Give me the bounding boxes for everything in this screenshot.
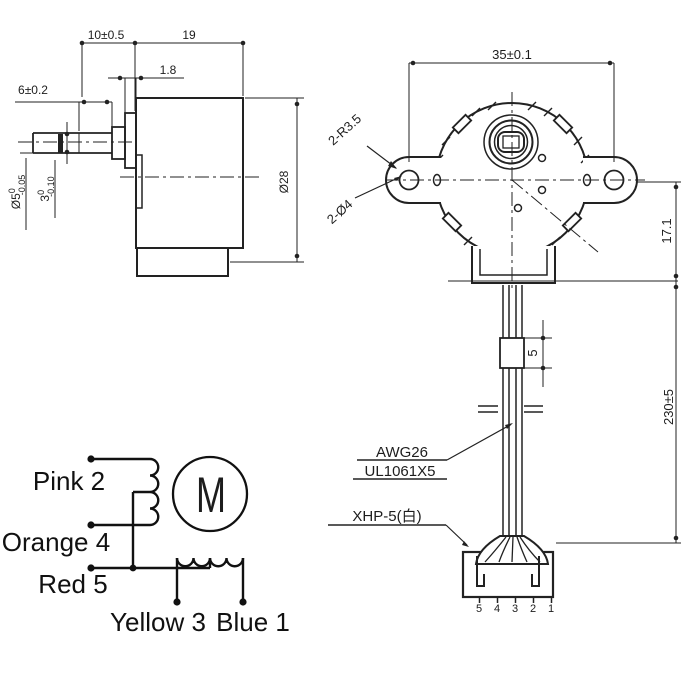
- connector-latch-left: [476, 556, 485, 587]
- dim-center-to-base: 17.1: [659, 218, 674, 243]
- dim-flange-thickness: 1.8: [160, 63, 177, 77]
- dimension-arrow-dots: [64, 40, 300, 259]
- wiring-schematic: M Pink 2 Orange 4 Red 5 Yellow 3 Blue 1: [2, 455, 290, 637]
- connector-pins: [478, 597, 553, 603]
- front-view-dimension-lines: [408, 60, 681, 544]
- pilot-holes: [513, 153, 547, 213]
- connector-latch-right: [531, 556, 540, 587]
- label-connector-type: XHP-5(白): [352, 508, 421, 525]
- lead-label-orange: Orange 4: [2, 527, 110, 557]
- wire-exit-bracket: [471, 246, 556, 284]
- flatted-shaft: [497, 131, 525, 153]
- dim-shaft-protrusion: 10±0.5: [88, 28, 125, 42]
- dim-shaft-flat: 30-0.10: [36, 176, 56, 201]
- svg-text:1: 1: [548, 603, 554, 615]
- wire-exit-bracket-inner: [479, 249, 548, 276]
- front-view: 35±0.1 2-R3.5 2-Ø4 17.1 5 230±5 AWG26 UL…: [324, 47, 681, 615]
- side-view-centerlines: [18, 141, 262, 178]
- coil-vertical: [149, 457, 160, 527]
- shaft-boss: [483, 114, 539, 170]
- motor-symbol-circle: [171, 455, 249, 533]
- dim-body-diameter: Ø28: [277, 170, 291, 193]
- coil-horizontal: [175, 557, 245, 568]
- label-wire-spec: UL1061X5: [365, 463, 436, 480]
- terminal-dots: [87, 455, 247, 606]
- cable-tape-band: [499, 337, 525, 369]
- dim-tape-width: 5: [525, 349, 540, 356]
- lead-label-pink: Pink 2: [33, 466, 105, 496]
- svg-text:3: 3: [512, 603, 518, 615]
- fan-wires: [484, 536, 541, 563]
- dim-flat-length: 6±0.2: [18, 83, 48, 97]
- svg-text:5: 5: [476, 603, 482, 615]
- svg-text:2: 2: [530, 603, 536, 615]
- lead-label-blue: Blue 1: [216, 607, 290, 637]
- dim-mount-hole-spacing: 35±0.1: [492, 47, 532, 62]
- cable: [502, 285, 523, 540]
- lead-label-yellow: Yellow 3: [110, 607, 206, 637]
- lead-label-red: Red 5: [38, 569, 107, 599]
- leader-arrowheads: [388, 161, 513, 547]
- schematic-wires: [91, 457, 245, 602]
- side-view-outline: [32, 97, 244, 277]
- leader-lines: [328, 145, 513, 547]
- label-wire-gauge: AWG26: [376, 444, 428, 461]
- side-view: 10±0.5 19 1.8 6±0.2 Ø28 Ø50-0.05 30-0.10: [7, 28, 304, 277]
- side-view-dimension-lines: [15, 40, 304, 263]
- can-crimp-tabs: [441, 113, 583, 233]
- cable-break-marks: [478, 405, 543, 413]
- svg-text:4: 4: [494, 603, 500, 615]
- dim-body-length: 19: [182, 28, 196, 42]
- shaft-flat-mark: [58, 134, 63, 153]
- pin-numbers: 5 4 3 2 1: [476, 603, 554, 615]
- dim-cable-length: 230±5: [661, 389, 676, 425]
- dim-shaft-diameter: Ø50-0.05: [7, 175, 27, 210]
- front-view-centerlines: [385, 92, 645, 292]
- label-ear-radius: 2-R3.5: [325, 111, 364, 148]
- connector: [461, 535, 555, 603]
- motor-symbol-letter: M: [196, 468, 226, 523]
- label-mount-holes: 2-Ø4: [324, 196, 356, 226]
